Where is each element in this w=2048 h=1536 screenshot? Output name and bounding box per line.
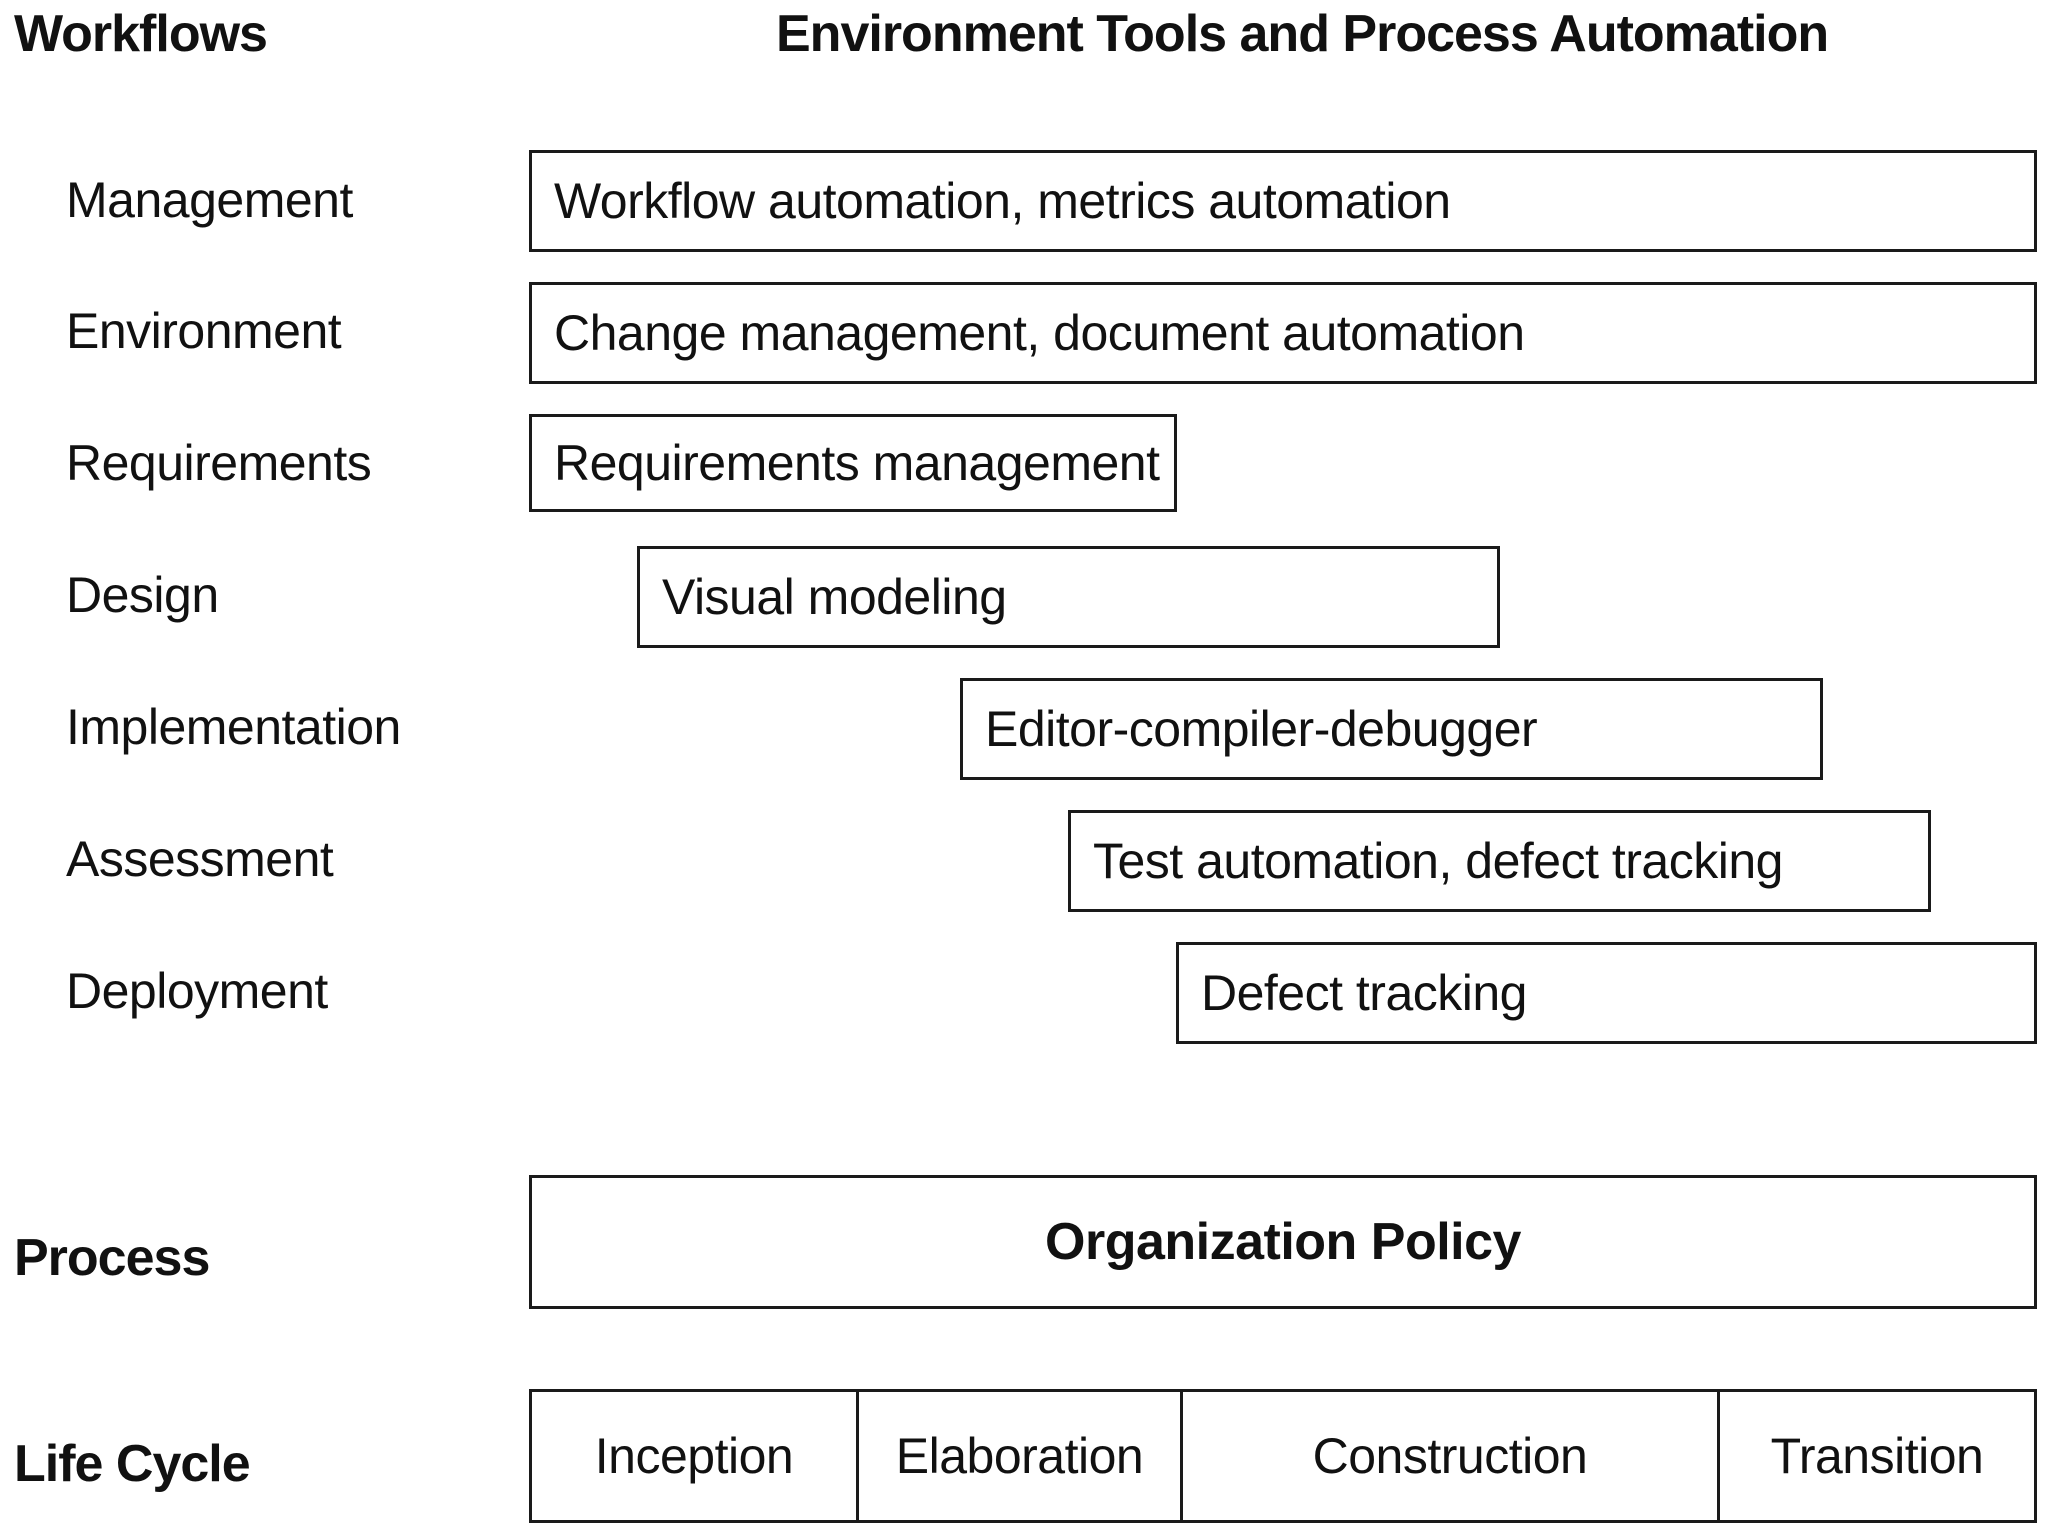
phase-elaboration: Elaboration (856, 1392, 1180, 1520)
tool-box-design: Visual modeling (637, 546, 1500, 648)
tool-box-assessment: Test automation, defect tracking (1068, 810, 1931, 912)
tool-box-deployment: Defect tracking (1176, 942, 2037, 1044)
lifecycle-label: Life Cycle (14, 1435, 251, 1493)
workflow-label-assessment: Assessment (66, 831, 334, 887)
workflow-label-implementation: Implementation (66, 699, 401, 755)
workflow-label-environment: Environment (66, 303, 342, 359)
organization-policy-text: Organization Policy (1045, 1213, 1521, 1271)
lifecycle-bar: Inception Elaboration Construction Trans… (529, 1389, 2037, 1523)
tool-box-management: Workflow automation, metrics automation (529, 150, 2037, 252)
workflow-label-requirements: Requirements (66, 435, 372, 491)
tools-heading: Environment Tools and Process Automation (776, 5, 1829, 63)
phase-inception: Inception (594, 1428, 794, 1484)
process-label: Process (14, 1229, 210, 1287)
workflow-label-management: Management (66, 172, 353, 228)
tool-box-requirements: Requirements management (529, 414, 1177, 512)
tool-box-environment: Change management, document automation (529, 282, 2037, 384)
tool-box-implementation: Editor-compiler-debugger (960, 678, 1823, 780)
phase-construction: Construction (1180, 1392, 1717, 1520)
organization-policy-box: Organization Policy (529, 1175, 2037, 1309)
workflow-label-design: Design (66, 567, 219, 623)
workflow-label-deployment: Deployment (66, 963, 328, 1019)
workflows-heading: Workflows (14, 5, 268, 63)
phase-transition: Transition (1717, 1392, 2034, 1520)
